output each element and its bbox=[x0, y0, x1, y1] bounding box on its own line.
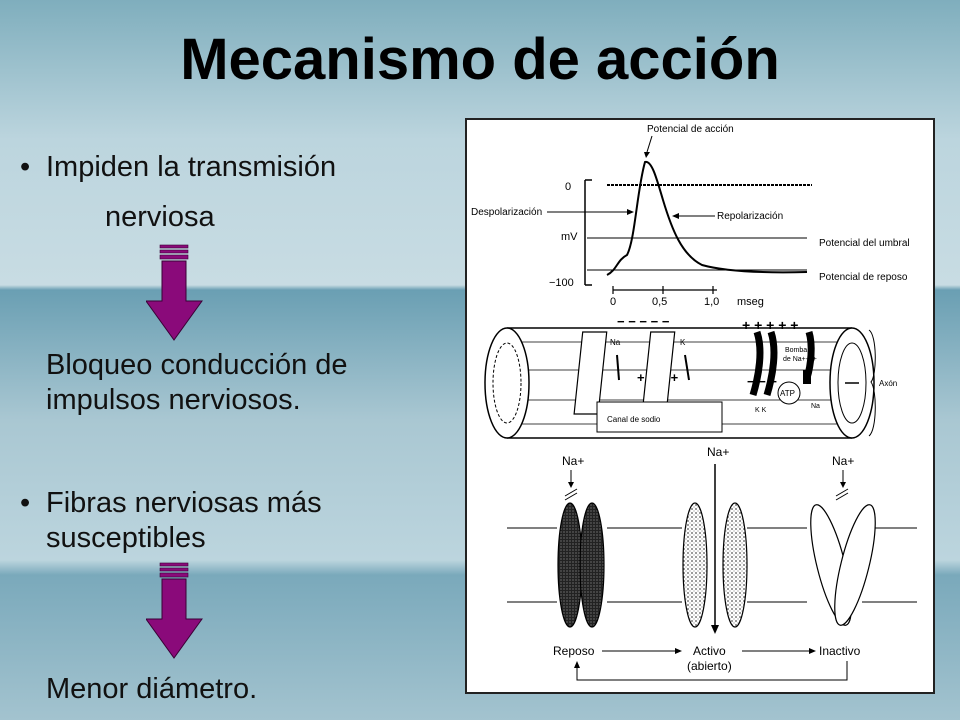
action-potential-figure: Potencial de acción 0 mV −100 Despolariz… bbox=[465, 118, 935, 694]
svg-text:− − − − −: − − − − − bbox=[617, 314, 670, 329]
axon-label: Axón bbox=[879, 379, 897, 388]
rest-label: Potencial de reposo bbox=[819, 272, 908, 283]
bullet-2: Fibras nerviosas más bbox=[20, 486, 322, 520]
down-arrow-icon bbox=[146, 244, 203, 341]
state-rest: Reposo bbox=[553, 644, 595, 658]
na-plus-rest: Na+ bbox=[562, 454, 584, 468]
bullet-1-line-1: Impiden la transmisión bbox=[46, 151, 337, 183]
bullet-1-line-2: nerviosa bbox=[105, 201, 215, 233]
result-2: Menor diámetro. bbox=[46, 673, 258, 705]
y-zero-label: 0 bbox=[565, 181, 571, 193]
depolarization-label: Despolarización bbox=[471, 207, 542, 218]
bullet-2-line-1: Fibras nerviosas más bbox=[46, 487, 322, 519]
y-unit-label: mV bbox=[561, 231, 578, 243]
kk-label: K K bbox=[755, 407, 767, 414]
atp-label: ATP bbox=[780, 389, 795, 398]
x-unit-label: mseg bbox=[737, 296, 764, 308]
y-min-label: −100 bbox=[549, 277, 574, 289]
state-active-open: (abierto) bbox=[687, 659, 732, 673]
channel-na-label: Na bbox=[610, 338, 621, 347]
na-small-label: Na bbox=[811, 403, 820, 410]
bullet-1: Impiden la transmisión bbox=[20, 150, 337, 184]
state-active: Activo bbox=[693, 644, 726, 658]
repolarization-label: Repolarización bbox=[717, 211, 783, 222]
pump-label-2: de Na+-K+ bbox=[783, 356, 817, 363]
channel-k-label: K bbox=[680, 338, 686, 347]
x-tick-2: 1,0 bbox=[704, 296, 719, 308]
svg-text:+ + + + +: + + + + + bbox=[742, 317, 798, 333]
slide-title: Mecanismo de acción bbox=[180, 27, 780, 92]
x-tick-1: 0,5 bbox=[652, 296, 667, 308]
bullet-2-line-2: susceptibles bbox=[46, 522, 206, 554]
result-1-line-1: Bloqueo conducción de bbox=[46, 349, 348, 381]
x-tick-0: 0 bbox=[610, 296, 616, 308]
na-plus-inactive: Na+ bbox=[832, 454, 854, 468]
na-plus-active: Na+ bbox=[707, 445, 729, 459]
down-arrow-icon bbox=[146, 562, 203, 659]
sodium-channel-label: Canal de sodio bbox=[607, 415, 661, 424]
threshold-label: Potencial del umbral bbox=[819, 238, 910, 249]
state-inactive: Inactivo bbox=[819, 644, 861, 658]
pump-label-1: Bomba bbox=[785, 347, 807, 354]
potential-label: Potencial de acción bbox=[647, 124, 734, 135]
result-1-line-2: impulsos nerviosos. bbox=[46, 384, 301, 416]
